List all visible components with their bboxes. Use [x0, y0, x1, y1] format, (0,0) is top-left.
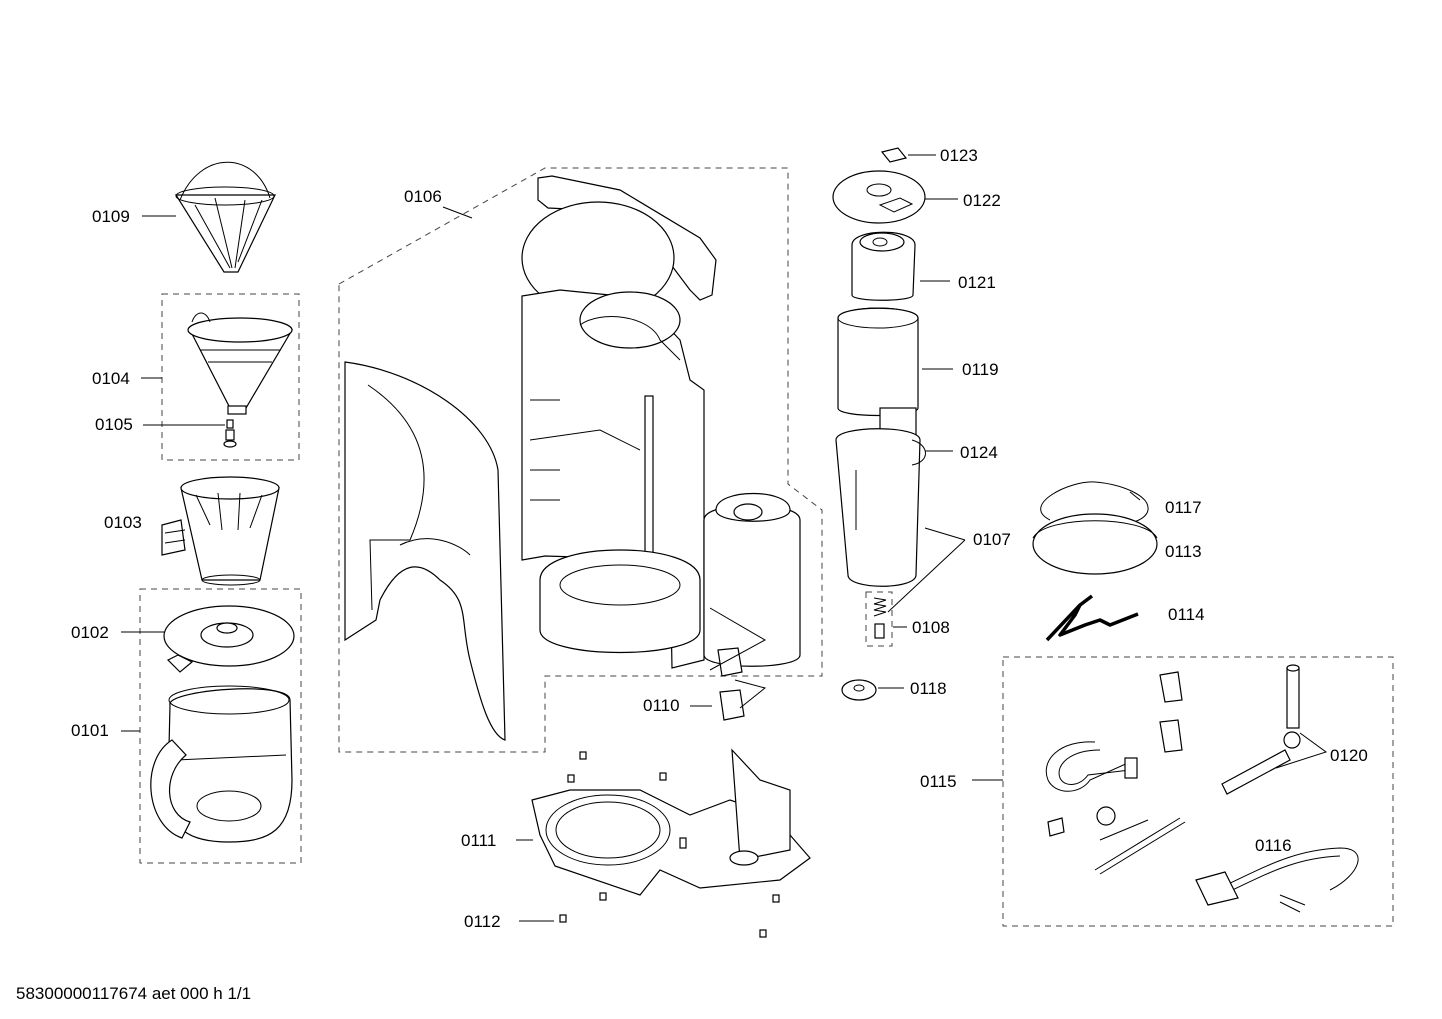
top-cover-drawing [521, 175, 717, 315]
leader-0107 [924, 527, 966, 541]
group-box-0101-0102 [139, 588, 302, 864]
label-0110: 0110 [643, 696, 680, 715]
glass-jug-drawing [150, 685, 293, 843]
label-0116: 0116 [1255, 836, 1292, 855]
heating-element-drawing [1045, 741, 1138, 792]
label-0101: 0101 [71, 721, 109, 740]
document-id: 58300000117674 aet 000 h 1/1 [16, 984, 251, 1003]
label-0106: 0106 [404, 187, 442, 206]
label-0103: 0103 [104, 513, 142, 532]
thermostat-switch-drawing [1159, 671, 1183, 753]
valve-spring-drawing [873, 597, 887, 639]
label-0119: 0119 [962, 360, 999, 379]
filter-basket-drawing [174, 161, 276, 273]
label-0122: 0122 [963, 191, 1001, 210]
label-0117: 0117 [1165, 498, 1202, 517]
jug-lid-drawing [163, 605, 295, 673]
group-box-0106 [338, 167, 823, 753]
housing-main-body-drawing [521, 289, 705, 669]
label-0124: 0124 [960, 443, 998, 462]
label-0109: 0109 [92, 207, 130, 226]
label-0121: 0121 [958, 273, 996, 292]
hose-connector-drawing [709, 607, 767, 721]
label-0102: 0102 [71, 623, 109, 642]
outer-water-tank-drawing [835, 428, 926, 587]
filter-cartridge-cap-drawing [880, 147, 908, 163]
label-0113: 0113 [1165, 542, 1202, 561]
rubber-feet-drawing [559, 751, 780, 938]
power-cord-drawing [1195, 847, 1359, 913]
label-0108: 0108 [912, 618, 950, 637]
label-0123: 0123 [940, 146, 978, 165]
tank-lid-drawing [832, 170, 926, 224]
water-pipes-drawing [1221, 664, 1301, 795]
label-0107: 0107 [973, 530, 1011, 549]
label-0120: 0120 [1330, 746, 1368, 765]
label-0115: 0115 [920, 772, 957, 791]
water-filter-cartridge-drawing [851, 231, 916, 301]
clamp-spring-0114-drawing [1045, 594, 1139, 642]
housing-side-panel-drawing [344, 361, 506, 741]
group-box-0108 [865, 591, 893, 647]
fuse-and-clips-drawing [1047, 806, 1186, 875]
drip-stop-valve-drawing [223, 419, 237, 448]
label-0111: 0111 [461, 831, 496, 850]
group-box-0115 [1002, 656, 1394, 927]
leader-0106 [442, 206, 473, 219]
label-0104: 0104 [92, 369, 130, 388]
base-plate-drawing [531, 748, 811, 896]
label-0118: 0118 [910, 679, 947, 698]
label-0105: 0105 [95, 415, 133, 434]
leader-0120 [1275, 732, 1328, 769]
water-tank-drawing [703, 493, 801, 667]
label-0112: 0112 [464, 912, 501, 931]
group-box-0104 [161, 293, 300, 461]
seal-ring-drawing [841, 679, 877, 701]
filter-holder-drawing [187, 312, 294, 415]
leader-0107-branch [887, 539, 966, 613]
filter-cup-drawing [161, 476, 280, 586]
label-0114: 0114 [1168, 605, 1205, 624]
heater-plate-0113-drawing [1032, 513, 1158, 575]
